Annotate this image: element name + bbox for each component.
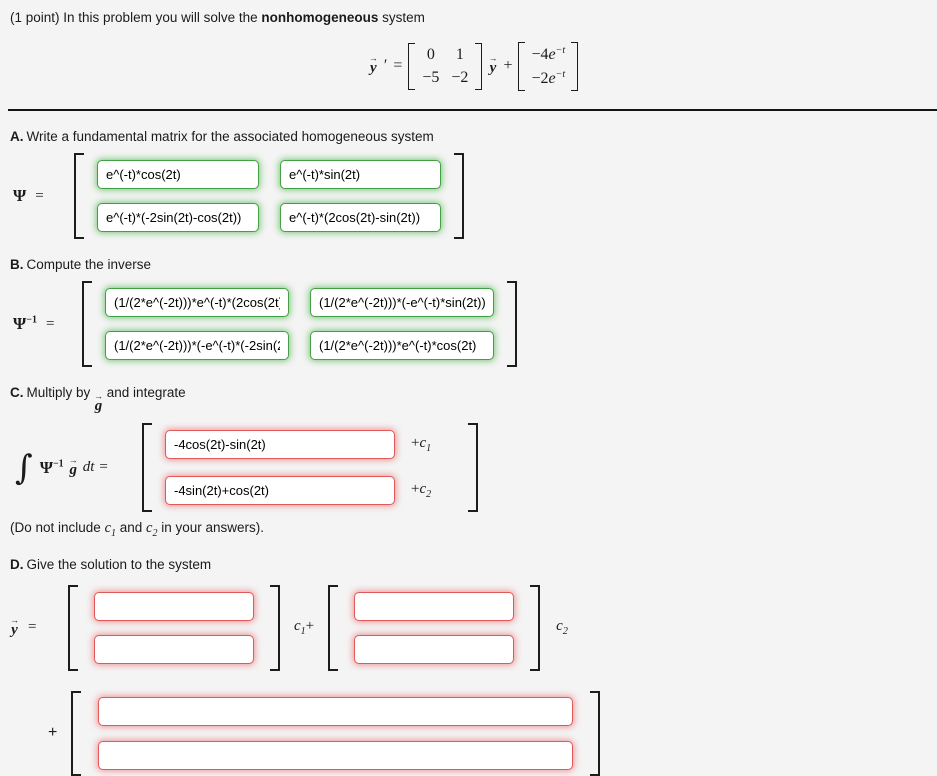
bracket-left (74, 153, 84, 239)
answer-p2[interactable] (98, 740, 574, 770)
section-divider (8, 109, 937, 111)
answer-d1-2[interactable] (94, 634, 254, 664)
psi-inverse-label: Ψ−1 = (13, 314, 55, 333)
answer-d2-1[interactable] (354, 591, 515, 621)
answer-a12[interactable] (280, 160, 441, 189)
integral-label: ∫ Ψ−1 →g dt = (15, 447, 108, 488)
psi-label: Ψ = (13, 186, 44, 205)
vector-arrow-icon: → (368, 53, 378, 63)
plus-sign: + (48, 724, 58, 742)
bracket-right (507, 281, 517, 367)
bracket-right (270, 584, 280, 671)
c1-constant: +c1 (411, 435, 432, 454)
section-d-heading: D.Give the solution to the system (10, 556, 212, 572)
g-vector: →g (94, 391, 104, 414)
bracket-left (142, 423, 152, 512)
solution-matrix-2 (328, 584, 541, 671)
section-c-heading: C.Multiply by →g and integrate (10, 385, 186, 414)
system-equation: →y′ = 0 1 −5 −2 →y + −4e−t −2e−t (368, 41, 579, 91)
problem-statement: (1 point) In this problem you will solve… (10, 10, 425, 25)
bracket-left (71, 690, 82, 776)
answer-p1[interactable] (98, 696, 574, 726)
vector-arrow-icon: → (488, 53, 498, 63)
vector-arrow-icon: → (94, 391, 104, 401)
y-vector: →y (488, 53, 498, 76)
bracket-right (454, 153, 464, 239)
c2-constant: +c2 (411, 481, 432, 500)
bracket-left (68, 584, 78, 671)
bracket-left (408, 42, 416, 90)
c1-coefficient: c1+ (294, 618, 315, 638)
bracket-left (82, 281, 92, 367)
answer-a21[interactable] (97, 203, 259, 232)
bracket-right (590, 690, 601, 776)
solution-matrix-1 (68, 584, 280, 671)
forcing-vector: −4e−t −2e−t (518, 41, 579, 91)
bracket-right (571, 41, 579, 91)
particular-solution-matrix (71, 690, 601, 776)
y-vector-label: →y = (10, 614, 37, 638)
bracket-left (328, 584, 339, 671)
statement-bold-word: nonhomogeneous (261, 10, 379, 25)
bracket-right (475, 42, 483, 90)
y-vector: →y (368, 53, 378, 76)
answer-a22[interactable] (280, 203, 441, 232)
answer-b22[interactable] (310, 331, 494, 360)
problem-points: (1 point) (10, 10, 60, 25)
answer-a11[interactable] (97, 160, 259, 189)
coefficient-matrix: 0 1 −5 −2 (408, 42, 483, 90)
answer-d1-1[interactable] (94, 591, 254, 621)
fundamental-matrix (74, 153, 464, 239)
bracket-left (518, 41, 526, 91)
note-text: (Do not include c1 and c2 in your answer… (10, 520, 265, 539)
answer-c1[interactable] (165, 430, 395, 459)
answer-c2[interactable] (165, 476, 395, 505)
section-b-heading: B.Compute the inverse (10, 257, 152, 272)
section-a-heading: A.Write a fundamental matrix for the ass… (10, 129, 434, 144)
answer-b11[interactable] (105, 288, 289, 317)
bracket-right (530, 584, 541, 671)
vector-arrow-icon: → (10, 614, 19, 625)
answer-d2-2[interactable] (354, 634, 515, 664)
answer-b21[interactable] (105, 331, 289, 360)
y-vector: →y (10, 614, 19, 638)
integral-icon: ∫ (15, 447, 33, 488)
g-vector: →g (68, 454, 78, 478)
c2-coefficient: c2 (556, 618, 568, 638)
inverse-matrix (82, 281, 517, 367)
vector-arrow-icon: → (68, 454, 78, 465)
integral-result-matrix: +c1 +c2 (142, 423, 478, 512)
bracket-right (468, 423, 478, 512)
answer-b12[interactable] (310, 288, 494, 317)
